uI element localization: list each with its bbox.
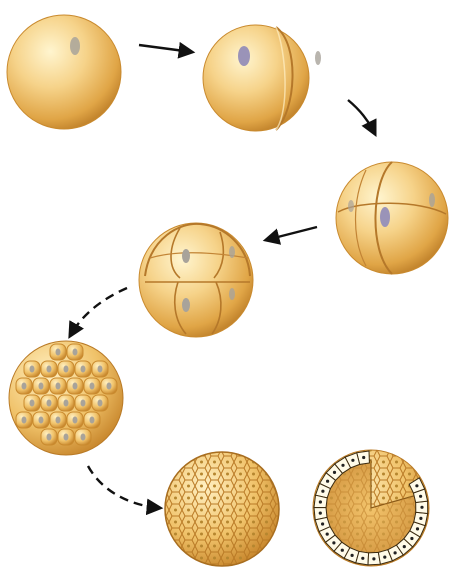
nucleus-icon [341,549,344,552]
zygote-cell [7,15,121,129]
nucleus-icon [341,464,344,467]
blastula-exterior [160,448,285,567]
nucleus-icon [182,298,190,312]
nucleus-icon [380,207,390,227]
morula-embryo [9,341,123,455]
nucleus-icon [73,349,78,356]
nucleus-icon [383,556,386,559]
nucleus-icon [362,456,365,459]
nucleus-icon [73,417,78,424]
nucleus-icon [30,366,35,373]
nucleus-icon [238,46,250,66]
nucleus-icon [394,551,397,554]
nucleus-icon [351,554,354,557]
nucleus-icon [372,557,375,560]
arrow-zygote-to-two-cell [139,45,192,52]
nucleus-icon [39,417,44,424]
nucleus-icon [326,533,329,536]
nucleus-icon [81,434,86,441]
nucleus-icon [416,527,419,530]
nucleus-icon [56,417,61,424]
arrow-morula-to-blastula [88,466,160,508]
nucleus-icon [315,51,321,65]
nucleus-icon [73,383,78,390]
eight-cell-embryo [139,223,253,337]
nucleus-icon [229,246,235,258]
nucleus-icon [361,557,364,560]
nucleus-icon [333,471,336,474]
nucleus-icon [56,349,61,356]
nucleus-icon [420,506,423,509]
nucleus-icon [47,366,52,373]
four-cell-embryo [336,162,448,274]
nucleus-icon [332,541,335,544]
nucleus-icon [319,500,322,503]
nucleus-icon [348,200,354,212]
nucleus-icon [415,484,418,487]
nucleus-icon [81,366,86,373]
nucleus-icon [64,366,69,373]
nucleus-icon [182,249,190,263]
nucleus-icon [22,383,27,390]
nucleus-icon [64,434,69,441]
nucleus-icon [321,490,324,493]
nucleus-icon [90,383,95,390]
nucleus-icon [107,383,112,390]
blastula-cross-section [310,448,435,567]
nucleus-icon [56,383,61,390]
nucleus-icon [47,434,52,441]
arrow-two-cell-to-four-cell [348,100,375,134]
nucleus-icon [319,511,322,514]
nucleus-icon [98,400,103,407]
arrow-eight-cell-to-morula [70,288,127,336]
nucleus-icon [70,37,80,55]
nucleus-icon [64,400,69,407]
arrow-four-cell-to-eight-cell [266,227,317,240]
nucleus-icon [98,366,103,373]
nucleus-icon [403,545,406,548]
nucleus-icon [429,193,435,207]
nucleus-icon [229,288,235,300]
nucleus-icon [47,400,52,407]
nucleus-icon [22,417,27,424]
nucleus-icon [39,383,44,390]
nucleus-icon [419,495,422,498]
two-cell-embryo [203,25,321,131]
nucleus-icon [81,400,86,407]
nucleus-icon [410,537,413,540]
nucleus-icon [321,522,324,525]
nucleus-icon [351,459,354,462]
nucleus-icon [90,417,95,424]
nucleus-icon [30,400,35,407]
nucleus-icon [326,480,329,483]
nucleus-icon [419,517,422,520]
